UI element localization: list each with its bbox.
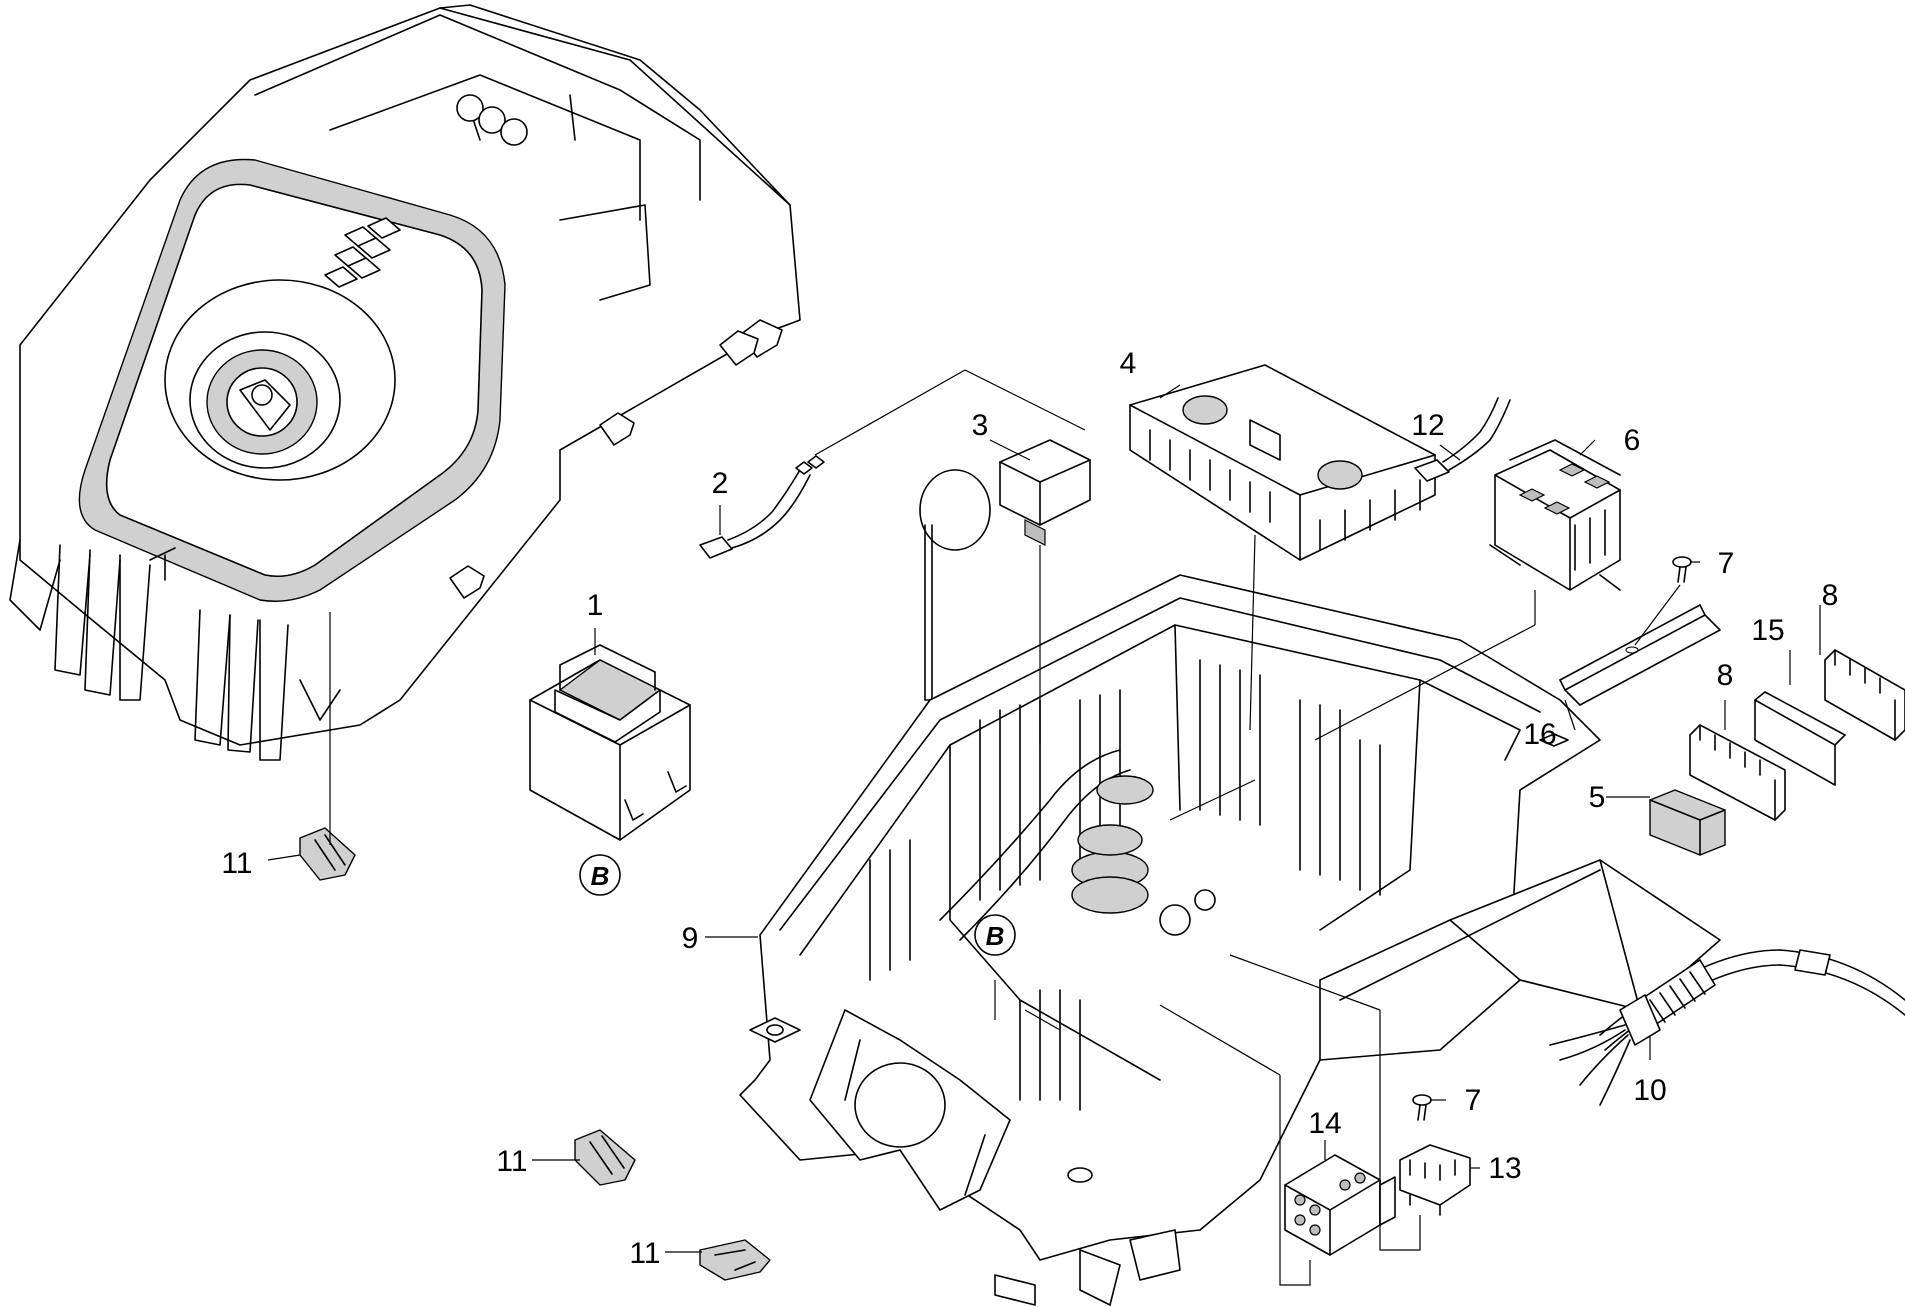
callout-numbers: 1 2 3 4 12 6 7 8 15 8 16 5 11 9 10 7 14 …: [221, 347, 1838, 1270]
leader-lines: [267, 369, 1821, 1286]
grid-icon: [324, 217, 401, 288]
callout-2: 2: [712, 467, 729, 500]
callout-11-top: 11: [221, 847, 252, 880]
part-7-screw-top: [1672, 556, 1692, 583]
part-10-power-cable: [1549, 949, 1905, 1106]
callout-14: 14: [1308, 1107, 1341, 1140]
part-14-terminal-block: [1284, 1154, 1396, 1256]
callout-4: 4: [1120, 347, 1137, 380]
part-8-terminal-right: [1824, 649, 1905, 741]
part-16-din-rail: [1559, 604, 1721, 706]
part-11-clip-middle: [574, 1129, 636, 1186]
part-11-clip-top: [299, 827, 356, 881]
badge-b-transformer: B: [579, 854, 621, 896]
callout-9: 9: [682, 922, 699, 955]
part-11-clip-bottom: [699, 1239, 771, 1281]
svg-text:B: B: [986, 921, 1005, 951]
callout-6: 6: [1624, 424, 1641, 457]
part-4-control-board: [1129, 364, 1436, 561]
callout-16: 16: [1523, 718, 1556, 751]
top-cover: [9, 4, 801, 761]
callout-7-top: 7: [1718, 547, 1735, 580]
part-6-contactor: [1489, 439, 1621, 591]
callout-8-right: 8: [1822, 579, 1839, 612]
callout-12: 12: [1411, 409, 1444, 442]
part-1-transformer: [529, 644, 691, 841]
part-12-connector: [1414, 397, 1511, 482]
part-15-terminal: [1754, 691, 1846, 786]
svg-text:B: B: [591, 861, 610, 891]
part-9-base-housing: [739, 574, 1721, 1306]
part-3-thermostat: [919, 439, 1091, 701]
callout-15: 15: [1751, 614, 1784, 647]
callout-5: 5: [1589, 781, 1606, 814]
part-8-terminal-left: [1689, 724, 1786, 821]
part-7-screw-bottom: [1412, 1094, 1432, 1121]
callout-10: 10: [1633, 1074, 1666, 1107]
part-5-end-cap: [1649, 789, 1726, 856]
callout-7-bottom: 7: [1465, 1084, 1482, 1117]
callout-3: 3: [972, 409, 989, 442]
badge-b-housing: B: [974, 914, 1016, 956]
part-13-terminal: [1399, 1144, 1471, 1216]
callout-11-middle: 11: [496, 1145, 527, 1178]
callout-8-left: 8: [1717, 659, 1734, 692]
callout-1: 1: [587, 589, 604, 622]
part-2-cable-connector: [699, 455, 825, 559]
callout-11-bottom: 11: [629, 1237, 660, 1270]
callout-13: 13: [1488, 1152, 1521, 1185]
